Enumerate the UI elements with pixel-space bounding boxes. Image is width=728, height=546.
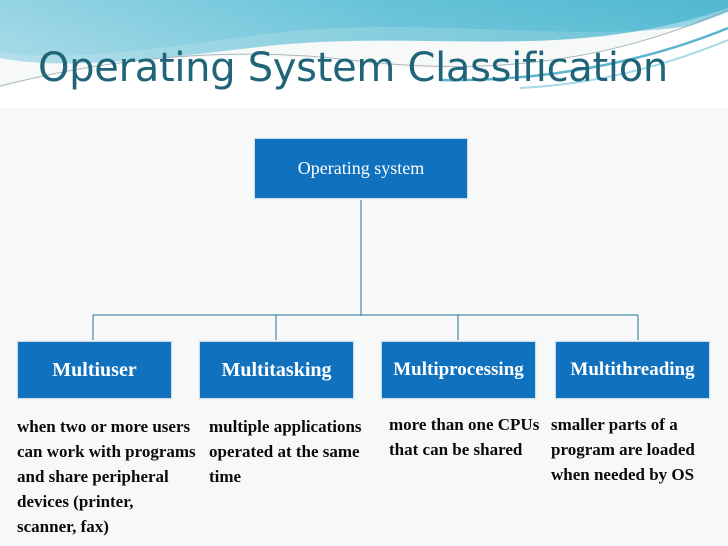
node-operating-system-label: Operating system [297, 158, 425, 178]
description-multiuser: when two or more users can work with pro… [17, 417, 196, 536]
page-title: Operating System Classification [38, 45, 668, 91]
description-multitasking: multiple applications operated at the sa… [209, 417, 362, 486]
node-multiuser[interactable]: Multiuser [16, 340, 173, 400]
header-decoration-band [0, 0, 728, 108]
node-multithreading[interactable]: Multithreading [554, 340, 711, 400]
header-wave-graphic [0, 0, 728, 108]
description-multithreading: smaller parts of a program are loaded wh… [551, 415, 695, 484]
node-multiuser-label: Multiuser [52, 358, 137, 381]
node-multiprocessing[interactable]: Multiprocessing [380, 340, 537, 400]
node-multitasking-label: Multitasking [221, 358, 332, 381]
node-multitasking[interactable]: Multitasking [198, 340, 355, 400]
node-multiprocessing-label: Multiprocessing [393, 359, 524, 380]
node-operating-system[interactable]: Operating system [253, 137, 469, 200]
node-multithreading-label: Multithreading [570, 359, 695, 380]
description-multiprocessing: more than one CPUs that can be shared [389, 415, 540, 459]
